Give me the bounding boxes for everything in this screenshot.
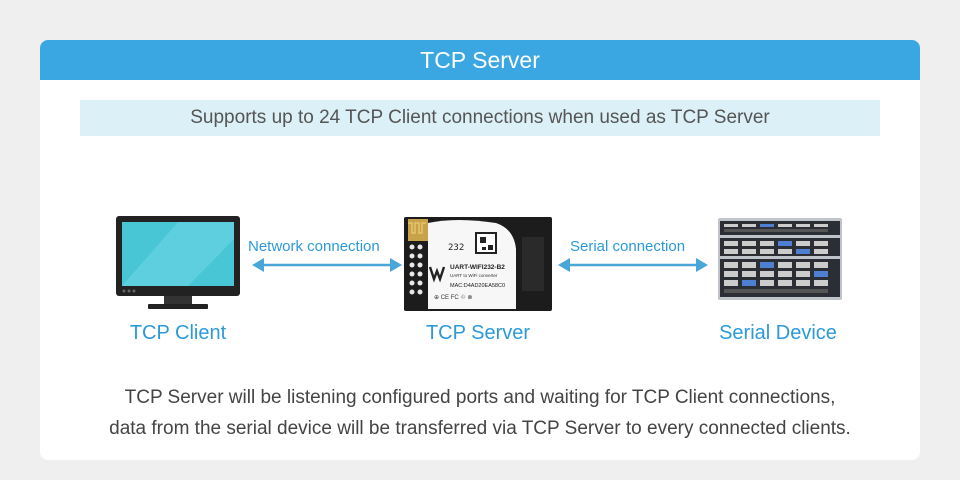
- monitor-icon: [116, 216, 240, 309]
- tcp-server-label: TCP Server: [425, 322, 531, 344]
- diagram-card: TCP Server Supports up to 24 TCP Client …: [40, 40, 920, 460]
- description: TCP Server will be listening configured …: [40, 382, 920, 444]
- serial-connection-arrow: [558, 258, 708, 272]
- serial-connection-label: Serial connection: [570, 238, 686, 255]
- card-header: TCP Server: [40, 40, 920, 80]
- info-banner: Supports up to 24 TCP Client connections…: [80, 100, 880, 136]
- network-connection-label: Network connection: [248, 238, 380, 255]
- module-model-text: UART-WIFI232-B2: [450, 264, 505, 271]
- module-subtitle-text: UART to WiFi converter: [450, 273, 498, 278]
- module-code-text: 232: [448, 243, 464, 253]
- description-line-1: TCP Server will be listening configured …: [124, 387, 836, 408]
- svg-text:⊕ CE FC ♲ ⊗: ⊕ CE FC ♲ ⊗: [434, 294, 472, 301]
- module-mac-text: MAC:D4AD20EA58C0: [450, 283, 505, 289]
- module-board-icon: 232 UART-WIFI232-B2 UART to WiFi convert…: [404, 217, 552, 311]
- description-line-2: data from the serial device will be tran…: [109, 418, 851, 439]
- server-rack-icon: [718, 218, 842, 300]
- tcp-client-label: TCP Client: [129, 322, 227, 344]
- network-connection-arrow: [252, 258, 402, 272]
- serial-device-label: Serial Device: [719, 322, 837, 344]
- header-pins: [409, 244, 423, 295]
